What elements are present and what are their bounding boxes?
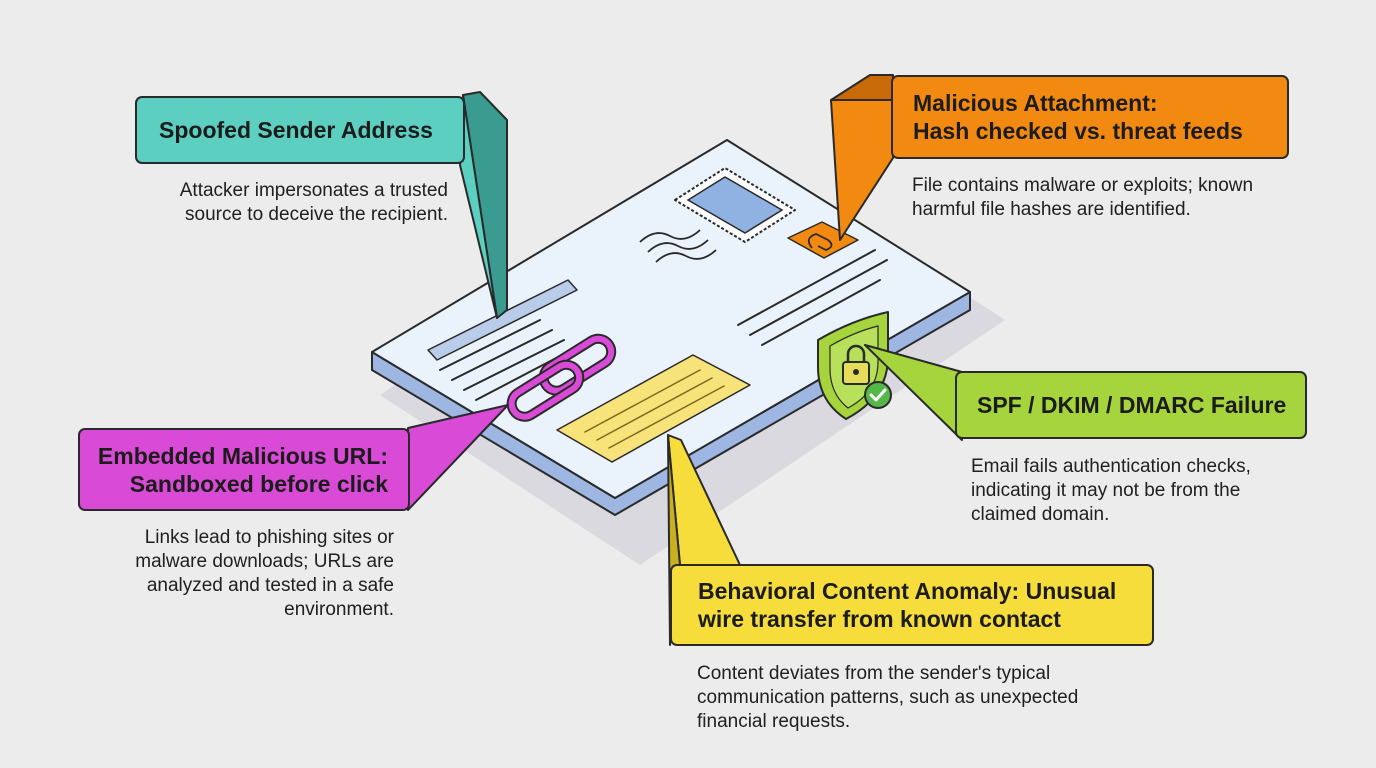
behavioral-anomaly-callout: Behavioral Content Anomaly: Unusual wire…	[670, 564, 1154, 646]
callout-title: Spoofed Sender Address	[159, 117, 433, 143]
spoofed-sender-callout: Spoofed Sender Address	[135, 96, 465, 164]
auth-failure-callout: SPF / DKIM / DMARC Failure	[955, 371, 1307, 439]
spoofed-sender-description: Attacker impersonates a trusted source t…	[179, 180, 448, 225]
sender-address-bar	[427, 279, 578, 361]
checkmark-icon	[864, 381, 892, 409]
malicious-attachment-callout: Malicious Attachment: Hash checked vs. t…	[891, 75, 1289, 159]
chain-link-icon	[506, 333, 617, 422]
malicious-attachment-description: File contains malware or exploits; known…	[912, 175, 1254, 220]
paperclip-icon	[787, 221, 859, 259]
auth-failure-description: Email fails authentication checks, indic…	[971, 456, 1251, 525]
postage-stamp-icon	[639, 167, 796, 263]
attachment-pointer	[830, 74, 894, 241]
malicious-url-description: Links lead to phishing sites or malware …	[135, 527, 394, 620]
spoofed-sender-pointer	[459, 91, 508, 319]
behavioral-anomaly-description: Content deviates from the sender's typic…	[697, 663, 1079, 732]
malicious-url-callout: Embedded Malicious URL: Sandboxed before…	[78, 428, 410, 511]
